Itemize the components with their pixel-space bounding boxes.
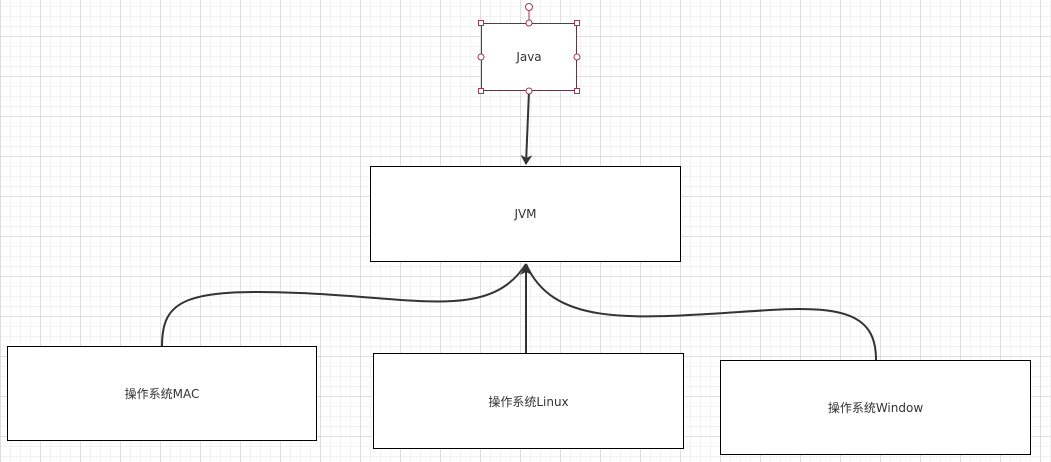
rotate-handle[interactable] [525,3,533,11]
node-os-linux[interactable]: 操作系统Linux [373,353,684,449]
connect-point-left[interactable] [477,53,485,61]
connect-point-right[interactable] [573,53,581,61]
node-os-linux-label: 操作系统Linux [488,394,569,409]
resize-handle-bottom-right[interactable] [574,88,580,94]
resize-handle-top-left[interactable] [478,20,484,26]
edge-mac-to-jvm[interactable] [161,263,527,347]
node-os-mac[interactable]: 操作系统MAC [7,346,317,441]
resize-handle-top-right[interactable] [574,20,580,26]
node-java[interactable]: Java [481,23,577,91]
connect-point-top[interactable] [525,19,533,27]
connect-point-bottom[interactable] [525,87,533,95]
node-os-mac-label: 操作系统MAC [124,387,200,401]
edge-window-to-jvm[interactable] [525,263,877,361]
edge-java-to-jvm[interactable] [520,90,533,165]
node-os-window-label: 操作系统Window [827,401,924,415]
node-java-label: Java [516,50,542,64]
node-jvm-label: JVM [514,207,537,221]
resize-handle-bottom-left[interactable] [478,88,484,94]
node-jvm[interactable]: JVM [370,166,681,262]
node-os-window[interactable]: 操作系统Window [720,360,1031,455]
